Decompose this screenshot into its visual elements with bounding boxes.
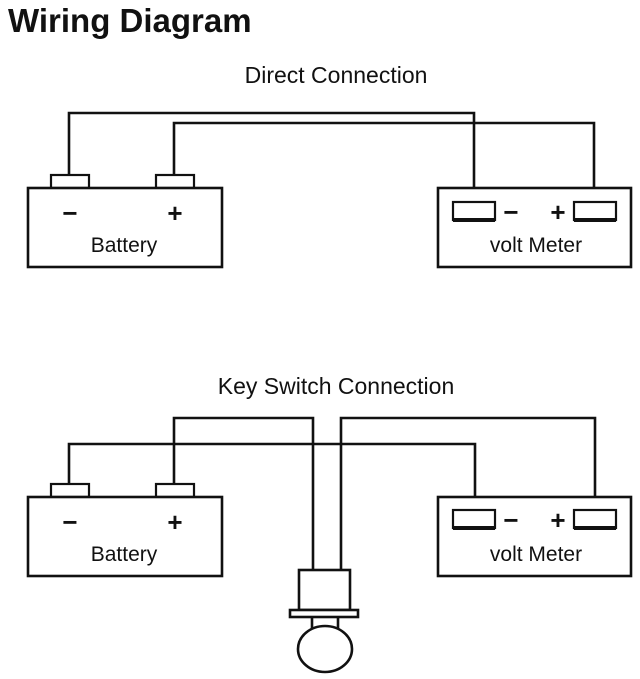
key-switch-body <box>297 568 352 612</box>
key-switch-connection-heading: Key Switch Connection <box>218 373 455 399</box>
battery-negative-terminal <box>49 482 91 499</box>
battery: − + Battery <box>26 173 224 269</box>
battery-positive-terminal <box>154 173 196 190</box>
wire-negative <box>67 111 476 203</box>
volt-meter-label: volt Meter <box>490 234 582 257</box>
key-switch-connection-section: Key Switch Connection − + Battery − + vo… <box>26 373 633 674</box>
battery-label: Battery <box>91 543 158 566</box>
wire-positive <box>172 121 596 203</box>
volt-meter-positive-sign: + <box>550 505 565 535</box>
battery-positive-sign: + <box>167 507 182 537</box>
battery-negative-terminal <box>49 173 91 190</box>
direct-connection-section: Direct Connection − + Battery − + volt M… <box>26 62 633 269</box>
volt-meter: − + volt Meter <box>436 186 633 269</box>
wire-negative <box>67 442 477 511</box>
battery-positive-sign: + <box>167 198 182 228</box>
key-switch-icon <box>288 568 360 674</box>
volt-meter-negative-sign: − <box>503 197 518 227</box>
volt-meter-positive-terminal <box>572 508 618 530</box>
volt-meter-negative-terminal <box>451 508 497 530</box>
wire-switch-to-meter <box>339 416 597 570</box>
diagram-title: Wiring Diagram <box>8 2 252 39</box>
key-switch-knob <box>296 624 354 674</box>
battery-body <box>26 495 224 578</box>
battery-label: Battery <box>91 234 158 257</box>
volt-meter-positive-terminal <box>572 200 618 222</box>
volt-meter-positive-sign: + <box>550 197 565 227</box>
direct-connection-heading: Direct Connection <box>245 62 428 88</box>
volt-meter-positive-terminal-base <box>574 218 616 222</box>
key-switch-flange <box>288 608 360 619</box>
battery-positive-terminal <box>154 482 196 499</box>
volt-meter-negative-sign: − <box>503 505 518 535</box>
volt-meter-positive-terminal-base <box>574 526 616 530</box>
battery-negative-sign: − <box>62 507 77 537</box>
battery-negative-sign: − <box>62 198 77 228</box>
volt-meter-negative-terminal-base <box>453 218 495 222</box>
volt-meter-negative-terminal <box>451 200 497 222</box>
battery: − + Battery <box>26 482 224 578</box>
wire-battery-to-switch <box>172 416 315 570</box>
volt-meter-negative-terminal-base <box>453 526 495 530</box>
volt-meter-label: volt Meter <box>490 543 582 566</box>
battery-body <box>26 186 224 269</box>
volt-meter: − + volt Meter <box>436 495 633 578</box>
